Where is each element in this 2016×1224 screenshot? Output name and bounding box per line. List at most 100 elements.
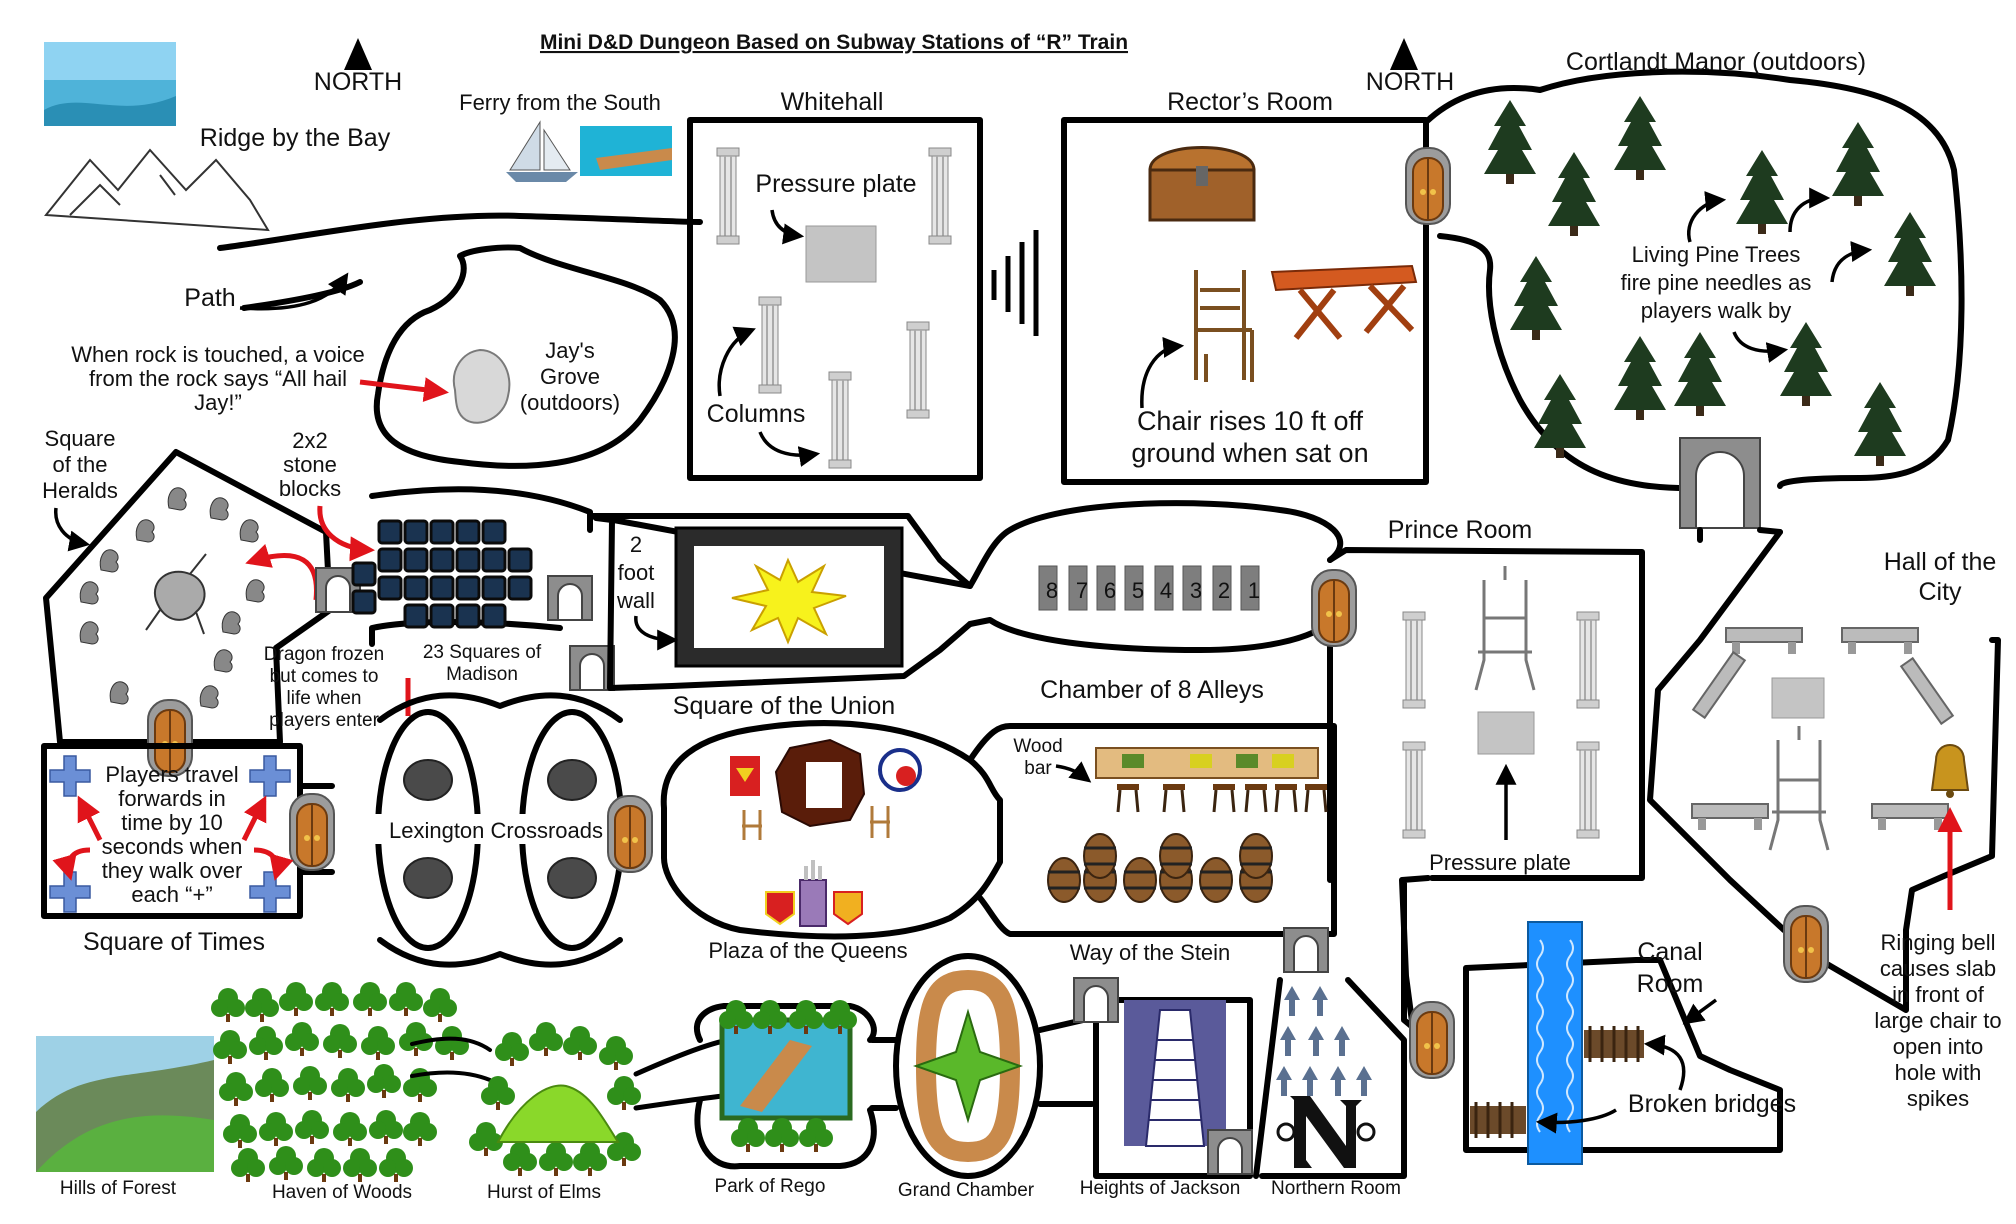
door-icon[interactable] [1409,1001,1455,1079]
wood-bar-arrow [1055,761,1092,783]
star-icon [912,1008,1024,1124]
stone-blocks-grid [351,519,533,629]
stools [1115,782,1329,814]
svg-text:1: 1 [1248,578,1260,603]
svg-text:4: 4 [1160,578,1172,603]
screen-icon [674,526,904,668]
tunnel-arch-icon [1679,437,1761,529]
times-note: Players travel forwards in time by 10 se… [102,762,243,907]
time-arrow [253,847,294,881]
dragon-note: Dragon frozen but comes to life when pla… [264,644,384,731]
wood-bar-note: Wood bar [1013,736,1062,779]
column-icon [828,371,852,469]
northern-wall [1253,977,1407,1179]
stein-wall [967,723,1337,937]
jays-grove-wall [373,244,678,469]
svg-text:bar: bar [1024,758,1052,779]
pressure-plate-label: Pressure plate [755,170,916,198]
chair-arrow [1140,336,1185,409]
door-icon[interactable] [289,793,335,871]
svg-text:players enter: players enter [269,710,380,731]
room-label-stein: Way of the Stein [1070,940,1231,965]
svg-text:but comes to: but comes to [270,666,379,687]
throne-icon [1474,566,1536,691]
times-link-wall [297,783,335,875]
svg-text:3: 3 [1190,578,1202,603]
svg-text:seconds when: seconds when [102,834,243,859]
north-arrow-icon [1390,38,1418,70]
pond-icon [719,1017,853,1121]
grand-ring-icon [915,969,1021,1163]
cross-icon [249,755,291,797]
pit-icon [403,857,453,899]
svg-text:they walk over: they walk over [102,858,243,883]
svg-text:7: 7 [1076,578,1088,603]
chair-icon [1194,270,1254,382]
room-label-whitehall: Whitehall [781,88,884,116]
svg-text:(outdoors): (outdoors) [520,390,620,415]
alley-numbers: 8 7 6 5 4 3 2 1 [1046,578,1260,603]
passage-lines [991,230,1039,336]
path-lower-wall [241,279,363,311]
column-icon [1402,611,1426,709]
svg-text:2x2: 2x2 [292,428,327,453]
columns-label: Columns [707,400,806,428]
bell-note: Ringing bell causes slab in front of lar… [1874,930,2001,1111]
broken-bridge-icon [1584,1026,1644,1062]
bar-counter-icon [1095,747,1319,779]
pines-arrow [1732,331,1789,363]
column-icon [1402,741,1426,839]
grand-link-wall [869,1015,1095,1111]
canal-arrow [1682,998,1718,1025]
broken-bridge-icon [1470,1102,1526,1138]
hall-city-label: Hall of the City [1884,548,1997,606]
path-label: Path [184,284,235,312]
alleys-wall [967,500,1344,653]
svg-text:Jay's: Jay's [545,338,594,363]
dock-icon [580,126,672,176]
svg-text:spikes: spikes [1907,1086,1969,1111]
haven-path-wall [410,1036,492,1052]
madison-label: 23 Squares of Madison [423,642,542,685]
time-arrow [77,795,103,842]
crest-icons [765,891,863,926]
stone-blocks-arrow [317,505,375,562]
column-icon [1576,741,1600,839]
rock-arrow [359,377,449,403]
door-icon[interactable] [607,795,653,873]
hills-image-icon [36,1036,214,1172]
room-label-cortlandt: Cortlandt Manor (outdoors) [1566,48,1866,76]
bridges-arrow [1535,1108,1617,1134]
svg-text:Players travel: Players travel [105,762,238,787]
svg-text:2: 2 [1218,578,1230,603]
svg-text:Jay!”: Jay!” [194,390,242,415]
arch-icon [547,575,593,621]
square-heralds-wall [43,449,333,745]
room-label-queens: Plaza of the Queens [708,938,907,963]
door-icon[interactable] [1311,569,1357,647]
path-upper-wall [217,212,703,251]
foot-wall-arrow [634,615,679,651]
hall-tunnel-wall [1697,527,1783,543]
pines-arrow [1830,241,1873,283]
room-label-haven: Haven of Woods [272,1182,412,1203]
door-icon[interactable] [1405,147,1451,225]
svg-text:Chair rises 10 ft off: Chair rises 10 ft off [1137,406,1364,436]
rock-note: When rock is touched, a voice from the r… [71,342,364,415]
svg-text:23 Squares of: 23 Squares of [423,642,542,663]
svg-text:foot: foot [618,560,655,585]
path-arrow [239,272,349,311]
room-label-lexington: Lexington Crossroads [389,818,603,843]
door-icon[interactable] [1783,905,1829,983]
room-label-ridge: Ridge by the Bay [200,124,391,152]
chair-note: Chair rises 10 ft off ground when sat on [1131,406,1368,468]
svg-text:causes slab: causes slab [1880,956,1996,981]
organ-icon [799,860,827,927]
pressure-plate-icon [805,225,877,283]
svg-text:5: 5 [1132,578,1144,603]
room-label-times: Square of Times [83,928,265,956]
room-label-alleys: Chamber of 8 Alleys [1040,676,1264,704]
north-label: NORTH [1366,68,1454,96]
room-label-grand: Grand Chamber [898,1180,1035,1201]
